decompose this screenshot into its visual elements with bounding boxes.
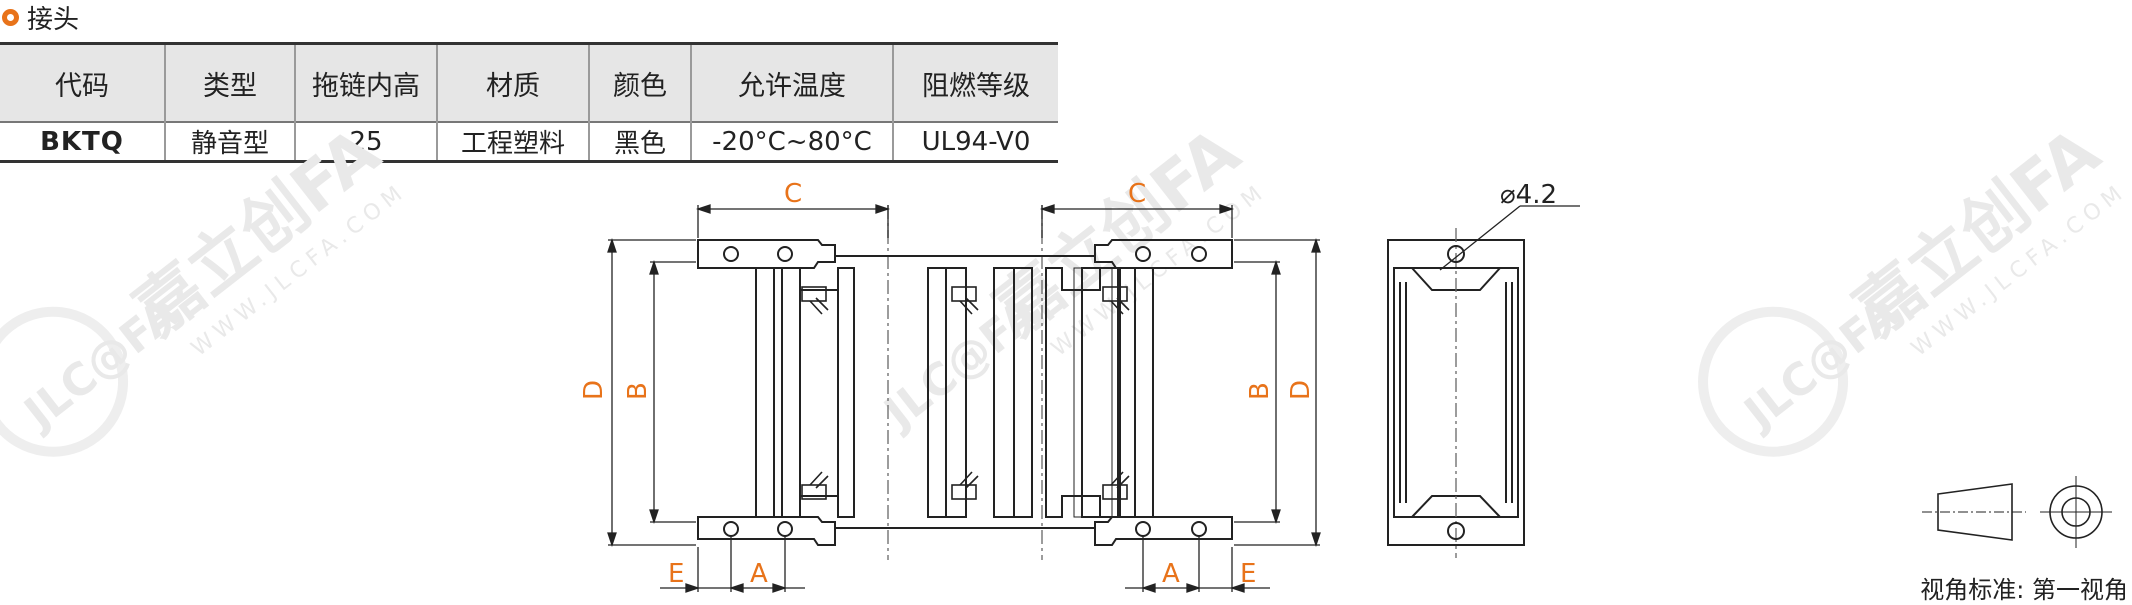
view-standard-label: 视角标准: 第一视角 — [1920, 576, 2128, 604]
section-title: 接头 — [27, 4, 80, 35]
header-color: 颜色 — [589, 43, 692, 122]
circle-bullet-icon — [2, 8, 19, 26]
dim-label-e-left: E — [668, 559, 684, 589]
header-flame-rating: 阻燃等级 — [893, 43, 1058, 122]
dim-label-b-right: B — [1245, 382, 1275, 400]
cell-inner-height: 25 — [295, 122, 438, 162]
dim-label-a-left: A — [750, 559, 768, 589]
side-view — [1387, 205, 1580, 558]
header-type: 类型 — [165, 43, 296, 122]
table-header-row: 代码 类型 拖链内高 材质 颜色 允许温度 阻燃等级 — [0, 43, 1058, 122]
header-material: 材质 — [437, 43, 590, 122]
watermark: JLC@FA 嘉立创FA WWW.JLCFA.COM JLC@FA 嘉立创FA … — [0, 113, 2132, 457]
cell-color: 黑色 — [589, 122, 692, 162]
header-temperature: 允许温度 — [691, 43, 894, 122]
cell-material: 工程塑料 — [437, 122, 590, 162]
projection-symbol-icon — [1922, 476, 2112, 548]
dim-label-d-left: D — [579, 380, 609, 400]
cell-flame-rating: UL94-V0 — [921, 126, 1031, 157]
cell-temperature: -20°C~80°C — [691, 122, 894, 162]
table-row: BKTQ 静音型 25 工程塑料 黑色 -20°C~80°C UL94-V0 — [0, 122, 1058, 162]
dim-label-hole-diameter: ⌀4.2 — [1500, 180, 1557, 210]
dim-label-c-right: C — [1128, 179, 1146, 209]
dim-label-b-left: B — [623, 382, 653, 400]
front-view — [607, 204, 1321, 593]
dim-label-e-right: E — [1240, 559, 1256, 589]
dimension-labels: C C D B B D E A A E — [579, 179, 1316, 589]
spec-table: 代码 类型 拖链内高 材质 颜色 允许温度 阻燃等级 BKTQ 静音型 25 工… — [0, 42, 1058, 163]
header-inner-height: 拖链内高 — [295, 43, 438, 122]
dim-label-c-left: C — [784, 179, 802, 209]
section-header: 接头 — [2, 2, 79, 35]
cell-type: 静音型 — [165, 122, 296, 162]
dim-label-a-right: A — [1162, 559, 1180, 589]
header-code: 代码 — [0, 43, 166, 122]
dim-label-d-right: D — [1286, 380, 1316, 400]
cell-code: BKTQ — [0, 122, 166, 162]
